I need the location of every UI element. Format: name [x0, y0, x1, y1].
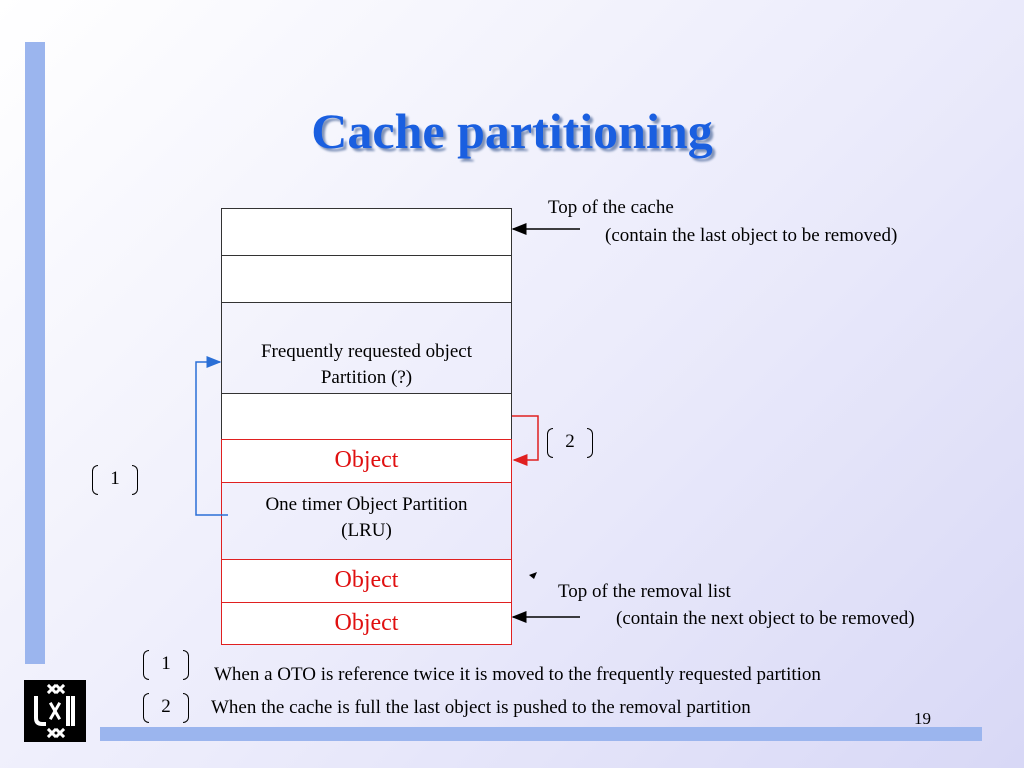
one-timer-partition: One timer Object Partition (LRU): [221, 482, 512, 560]
bracket-left: [92, 465, 98, 495]
legend-text-2: When the cache is full the last object i…: [211, 697, 751, 718]
push-arrow: [512, 415, 539, 466]
removal-list-label: Top of the removal list: [558, 581, 731, 602]
object-cell-pushed: Object: [221, 439, 512, 483]
legend-marker-1: 1: [143, 650, 189, 682]
object-cell-removal-2: Object: [221, 602, 512, 645]
marker-1: 1: [92, 465, 138, 497]
object-label: Object: [334, 567, 399, 593]
cache-slot-2: [221, 255, 512, 303]
bracket-left: [143, 693, 149, 723]
bracket-right: [132, 465, 138, 495]
legend-text-1: When a OTO is reference twice it is move…: [214, 664, 821, 685]
one-timer-partition-sublabel: (LRU): [341, 520, 392, 541]
marker-number: 1: [161, 653, 171, 674]
top-of-cache-label: Top of the cache: [548, 197, 674, 218]
object-label: Object: [334, 447, 399, 473]
promotion-arrow: [195, 356, 228, 516]
logo-mark-icon: [34, 683, 75, 739]
marker-2: 2: [547, 428, 593, 460]
top-of-cache-sublabel: (contain the last object to be removed): [605, 225, 898, 246]
marker-number: 2: [565, 431, 575, 452]
bracket-right: [587, 428, 593, 458]
slide-title: Cache partitioning: [311, 103, 713, 159]
page-number: 19: [914, 709, 931, 728]
bracket-left: [547, 428, 553, 458]
object-label: Object: [334, 610, 399, 636]
small-pointer-icon: [529, 572, 537, 579]
one-timer-partition-label: One timer Object Partition: [265, 494, 468, 515]
legend-marker-2: 2: [143, 693, 189, 725]
bracket-left: [143, 650, 149, 680]
left-accent-bar: [25, 42, 45, 664]
bracket-right: [183, 650, 189, 680]
frequent-partition: Frequently requested object Partition (?…: [221, 302, 512, 394]
bracket-right: [183, 693, 189, 723]
removal-list-sublabel: (contain the next object to be removed): [616, 608, 915, 629]
university-logo: [24, 680, 86, 742]
marker-number: 1: [110, 468, 120, 489]
bottom-accent-bar: [100, 727, 982, 741]
object-cell-removal-1: Object: [221, 559, 512, 603]
frequent-partition-sublabel: Partition (?): [320, 367, 413, 388]
frequent-partition-label: Frequently requested object: [260, 341, 473, 362]
marker-number: 2: [161, 696, 171, 717]
